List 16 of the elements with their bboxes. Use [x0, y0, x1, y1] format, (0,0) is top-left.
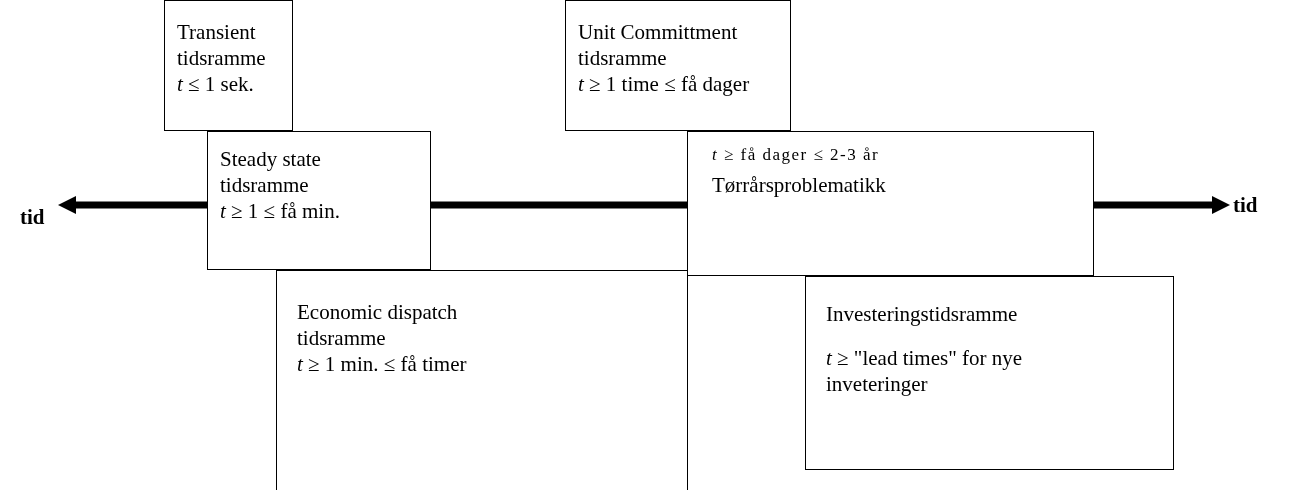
axis-label: tid	[20, 205, 45, 229]
timeframe-box	[207, 131, 431, 270]
box-text: t ≥ få dager ≤ 2-3 år	[712, 144, 881, 166]
timeframe-box	[805, 276, 1174, 470]
time-range-text: t ≤ 1 sek.	[177, 71, 255, 97]
time-range-text: t ≥ 1 ≤ få min.	[220, 198, 341, 224]
time-range-text: Tørrårsproblematikk	[712, 172, 887, 198]
timeframe-box	[276, 270, 688, 490]
time-range-text: t ≥ 1 min. ≤ få timer	[297, 351, 468, 377]
axis-label: tid	[1233, 193, 1258, 217]
time-range-text: t ≥ 1 time ≤ få dager	[578, 71, 751, 97]
box-text: Investeringstidsramme	[826, 301, 1019, 327]
timeframe-box	[687, 131, 1094, 276]
time-range-text: t ≥ "lead times" for nye inveteringer	[826, 345, 1024, 397]
timeframe-box	[164, 0, 293, 131]
timeframe-box	[565, 0, 791, 131]
